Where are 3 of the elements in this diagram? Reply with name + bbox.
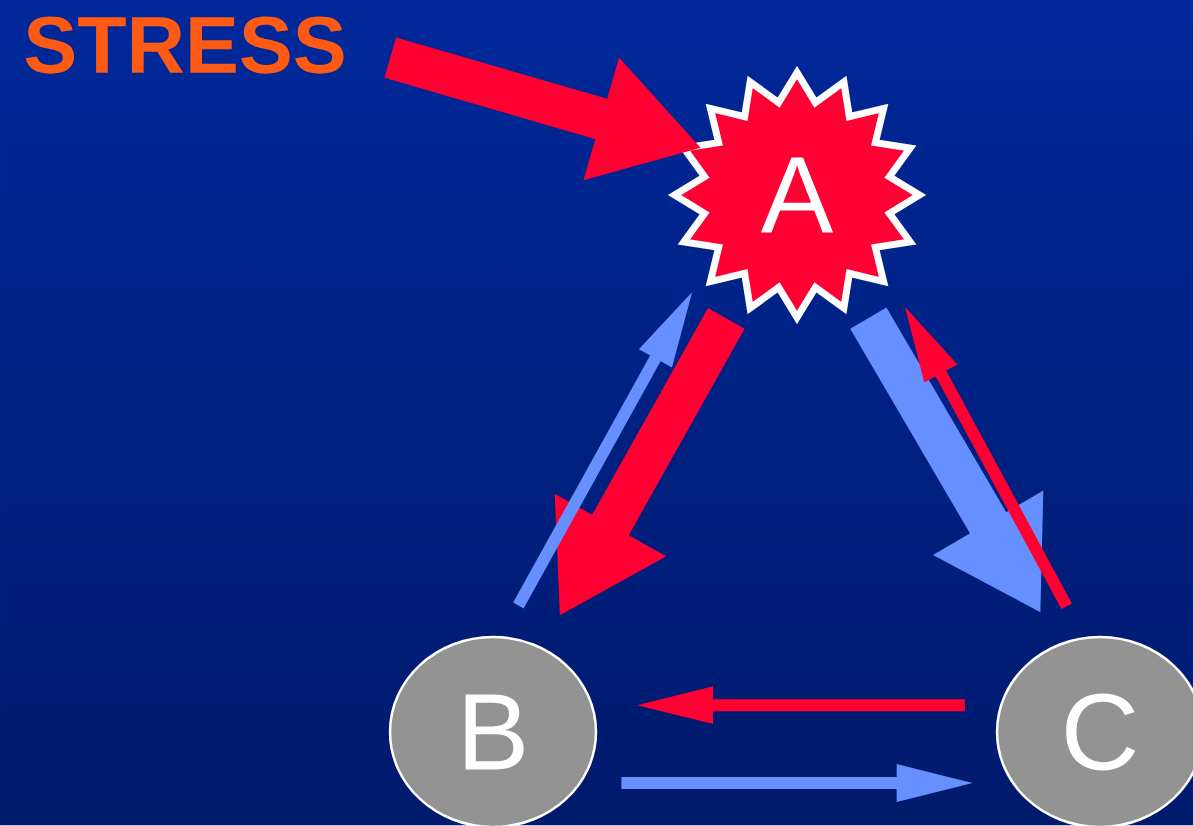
circle-node: C [995, 635, 1193, 826]
circle-node: B [388, 635, 598, 826]
stress-label: STRESS [25, 16, 344, 74]
